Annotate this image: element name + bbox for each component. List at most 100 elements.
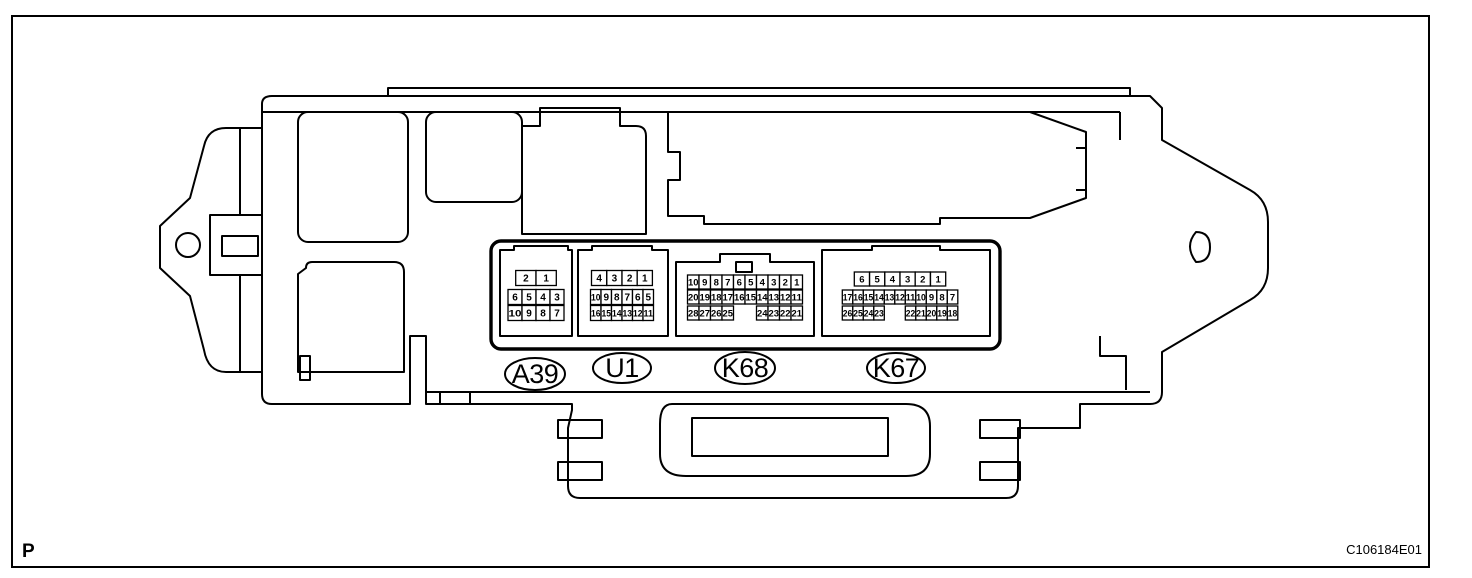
pin-number: 3 (771, 277, 776, 288)
pin-cell (946, 289, 959, 305)
pin-number: 13 (623, 309, 633, 319)
pin-number: 1 (543, 274, 549, 285)
bottom-socket-window (691, 417, 889, 457)
pin-number: 5 (748, 277, 754, 288)
pin-number: 22 (780, 308, 791, 318)
pin-cell (549, 288, 565, 306)
pin-cell (642, 288, 655, 306)
connector-k68-shell (675, 253, 815, 337)
pin-cell (946, 305, 959, 321)
connector-label-text: U1 (605, 353, 639, 383)
pin-number: 12 (895, 292, 905, 302)
connector-label-a39: A39 (504, 357, 566, 391)
pin-number: 4 (596, 274, 602, 285)
pin-number: 22 (906, 308, 916, 318)
pin-number: 24 (757, 308, 768, 318)
housing-outline (261, 87, 1269, 499)
pin-number: 7 (625, 293, 631, 304)
pin-number: 12 (633, 309, 643, 319)
pin-number: 16 (853, 292, 863, 302)
connector-label-u1: U1 (592, 352, 652, 384)
pin-number: 3 (905, 274, 910, 285)
pin-cell (642, 304, 655, 322)
left-latch-outer (209, 214, 263, 276)
pin-number: 6 (512, 293, 518, 304)
small-tab (439, 391, 471, 405)
pin-number: 27 (700, 308, 711, 318)
pin-number: 4 (890, 274, 896, 285)
pin-number: 9 (604, 293, 610, 304)
pin-number: 14 (874, 292, 884, 302)
pin-number: 5 (526, 293, 532, 304)
pin-number: 16 (591, 309, 601, 319)
pin-number: 9 (929, 292, 934, 303)
pin-number: 2 (920, 274, 925, 285)
pin-number: 2 (627, 274, 633, 285)
pin-number: 4 (760, 277, 766, 288)
bottom-socket (659, 403, 931, 477)
pin-number: 25 (853, 308, 863, 318)
left-mounting-bracket (159, 127, 262, 373)
pin-cell (929, 271, 947, 287)
pin-number: 20 (927, 308, 937, 318)
pin-number: 10 (688, 277, 699, 287)
connector-a39-shell (499, 245, 573, 337)
figure-code: C106184E01 (1346, 542, 1422, 557)
relay-block-2 (425, 111, 523, 203)
pin-number: 19 (937, 308, 947, 318)
pin-number: 24 (864, 308, 874, 318)
top-long-block (667, 111, 1087, 225)
connector-shells (499, 245, 991, 337)
pin-number: 2 (523, 274, 529, 285)
left-mounting-hole (175, 232, 201, 258)
pin-cell (790, 289, 804, 305)
pin-number: 2 (783, 277, 788, 288)
pin-number: 6 (635, 293, 641, 304)
pin-number: 8 (540, 309, 546, 320)
bottom-right-clip-2 (979, 461, 1021, 481)
pin-number: 3 (612, 274, 618, 285)
right-mounting-hole (1189, 231, 1211, 263)
pin-number: 10 (591, 293, 601, 303)
pin-number: 25 (723, 308, 734, 318)
pin-number: 15 (602, 309, 612, 319)
pin-number: 6 (737, 277, 742, 288)
pin-number: 13 (769, 292, 780, 302)
bottom-left-clip (557, 419, 603, 439)
relay-block-1 (297, 111, 409, 243)
pin-cell (873, 305, 885, 321)
pin-number: 23 (874, 308, 884, 318)
pin-number: 15 (746, 292, 757, 302)
connector-label-text: K68 (722, 353, 769, 383)
pin-number: 17 (723, 292, 734, 302)
relay-block-4-tab (299, 355, 311, 381)
pin-number: 7 (554, 309, 560, 320)
pin-cell (636, 269, 654, 287)
pin-number: 6 (859, 274, 864, 285)
pin-number: 9 (702, 277, 707, 288)
connector-panel (489, 239, 1002, 351)
pin-number: 8 (614, 293, 620, 304)
pin-number: 9 (526, 309, 532, 320)
pin-number: 21 (916, 308, 926, 318)
pin-number: 14 (757, 292, 768, 302)
pin-cell (790, 305, 804, 321)
pin-number: 18 (711, 292, 722, 302)
connector-u1-shell (577, 245, 669, 337)
pin-number: 26 (843, 308, 853, 318)
pin-number: 1 (935, 274, 941, 285)
pin-number: 23 (769, 308, 780, 318)
relay-block-3 (521, 107, 647, 235)
pin-number: 1 (794, 277, 800, 288)
pin-cell (721, 305, 735, 321)
connector-k67-shell (821, 245, 991, 337)
bottom-right-clip (979, 419, 1021, 439)
pin-number: 28 (688, 308, 699, 318)
pin-number: 19 (700, 292, 711, 302)
pin-number: 20 (688, 292, 699, 302)
pin-number: 18 (948, 308, 958, 318)
